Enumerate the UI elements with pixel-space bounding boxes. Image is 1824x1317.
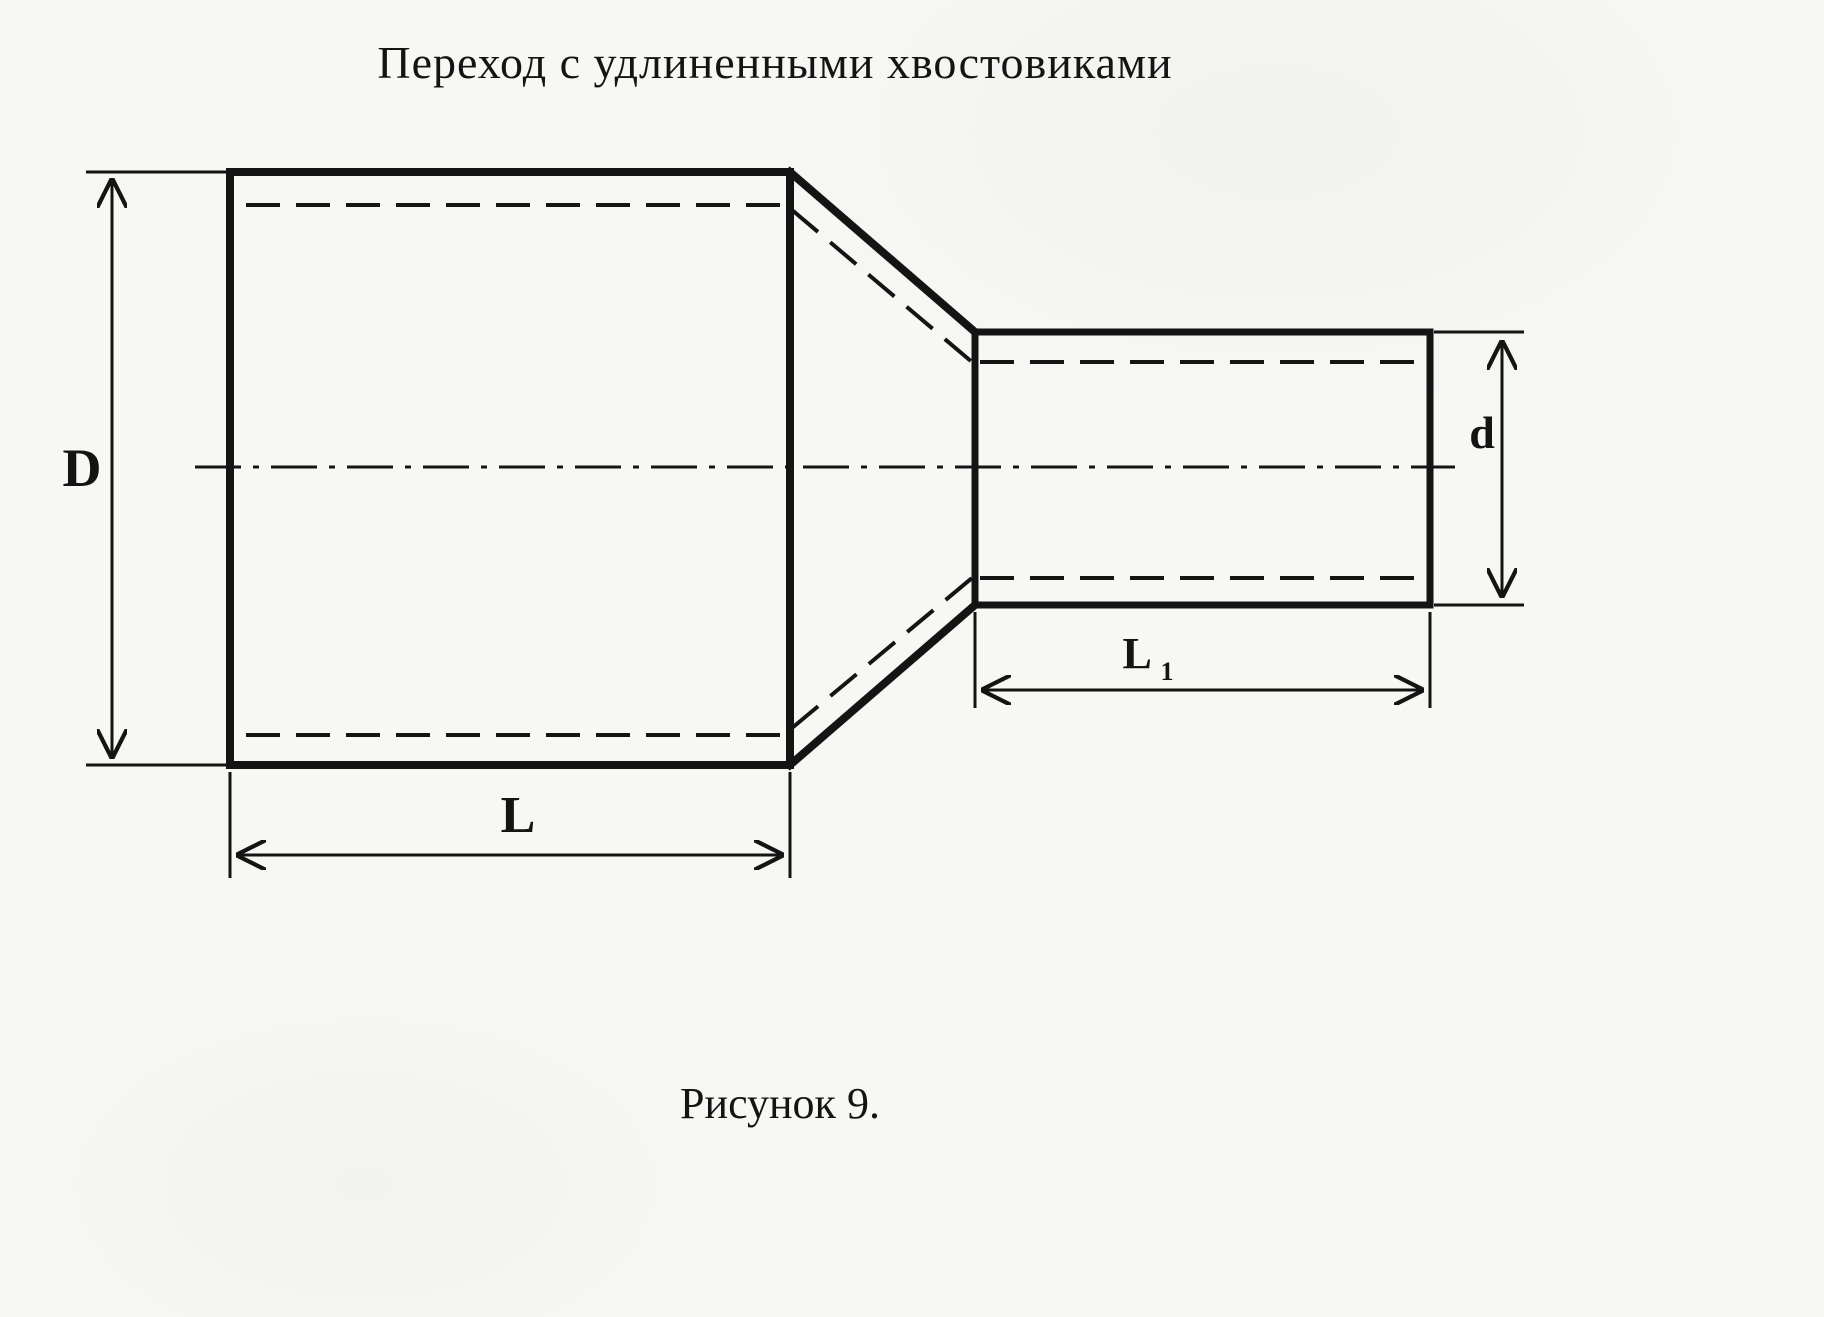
dimension-label-D: D — [63, 438, 102, 498]
cone-inner-top-dashed — [790, 208, 974, 364]
dimension-label-d: d — [1469, 407, 1495, 458]
dimension-label-L1: L 1 — [1123, 629, 1174, 686]
cone-bottom-outline — [784, 599, 981, 771]
dimension-label-L: L — [501, 787, 536, 844]
dimension-label-L1-subscript: 1 — [1160, 657, 1173, 686]
cone-inner-bottom-dashed — [790, 576, 974, 730]
figure-caption: Рисунок 9. — [680, 1079, 880, 1128]
cone-top-outline — [784, 166, 981, 338]
drawing-title: Переход с удлиненными хвостовиками — [377, 37, 1173, 88]
dimension-label-L1-base: L — [1123, 629, 1151, 678]
